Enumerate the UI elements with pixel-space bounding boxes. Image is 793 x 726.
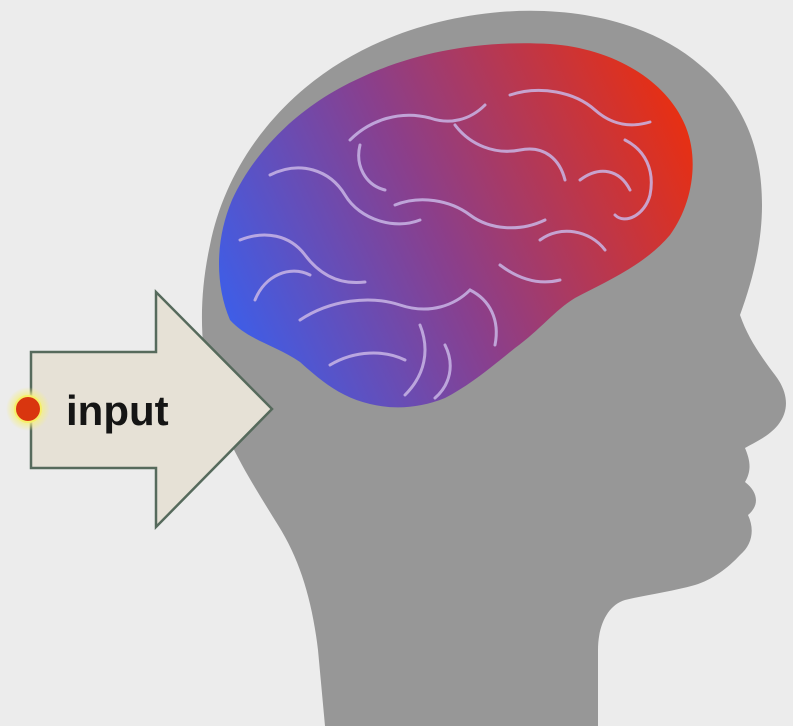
signal-dot-icon (15, 396, 41, 422)
input-arrow-label: input (66, 387, 169, 434)
